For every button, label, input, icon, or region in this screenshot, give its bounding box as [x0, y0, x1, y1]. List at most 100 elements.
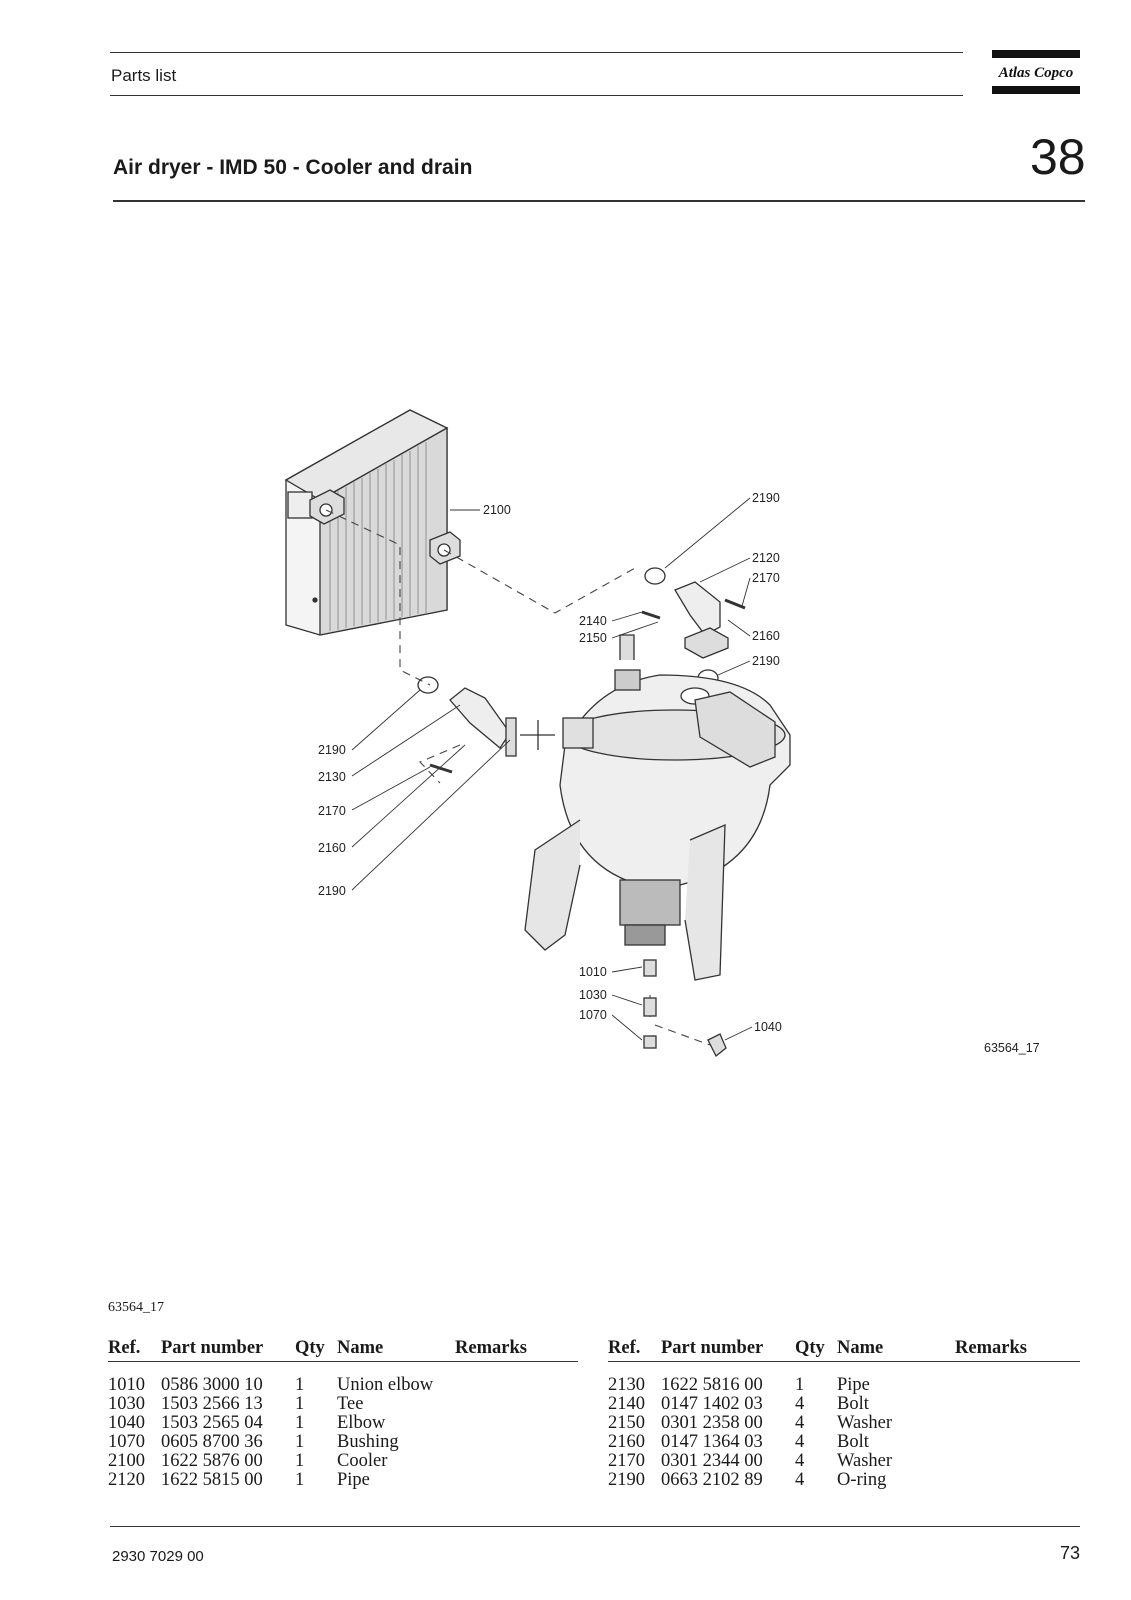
cell-part-number: 1622 5816 00 — [661, 1375, 763, 1395]
cell-remarks — [455, 1452, 578, 1471]
cell-qty: 1 — [795, 1375, 805, 1395]
cell-part-number: 0663 2102 89 — [661, 1470, 763, 1490]
col-part-number: Part number — [161, 1338, 295, 1362]
callout-2160: 2160 — [752, 629, 780, 643]
cell-qty: 4 — [795, 1413, 805, 1433]
cell-ref: 2100 — [108, 1451, 145, 1471]
header-label: Parts list — [111, 66, 177, 85]
col-ref: Ref. — [108, 1338, 161, 1362]
table-row: 1010 0586 3000 10 1 Union elbow — [108, 1362, 578, 1396]
table-row: 2190 0663 2102 89 4 O-ring — [608, 1471, 1080, 1490]
cell-name: Union elbow — [337, 1375, 434, 1395]
cell-qty: 4 — [795, 1394, 805, 1414]
col-name: Name — [837, 1338, 955, 1362]
cell-ref: 1040 — [108, 1413, 145, 1433]
cell-name: Bolt — [837, 1394, 869, 1414]
page-title: Air dryer - IMD 50 - Cooler and drain — [113, 156, 473, 179]
title-rule — [113, 200, 1085, 202]
cell-ref: 2130 — [608, 1375, 645, 1395]
cell-remarks — [455, 1395, 578, 1414]
cell-qty: 4 — [795, 1470, 805, 1490]
cell-qty: 1 — [295, 1432, 305, 1452]
cell-remarks — [455, 1362, 578, 1396]
callout-2100: 2100 — [483, 503, 511, 517]
cell-name: Pipe — [337, 1470, 370, 1490]
header-bottom-rule — [110, 95, 963, 96]
cell-ref: 2170 — [608, 1451, 645, 1471]
header-top-rule — [110, 52, 963, 53]
cell-part-number: 1503 2566 13 — [161, 1394, 263, 1414]
cell-remarks — [955, 1414, 1080, 1433]
cell-remarks — [455, 1471, 578, 1490]
cell-name: Bushing — [337, 1432, 399, 1452]
cell-qty: 1 — [295, 1451, 305, 1471]
callout-2150: 2150 — [579, 631, 607, 645]
exploded-parts-diagram: 2100 2190 2120 2170 2140 2150 2160 2190 … — [284, 409, 1040, 1058]
callout-2170: 2170 — [318, 804, 346, 818]
cell-ref: 2120 — [108, 1470, 145, 1490]
cell-ref: 2190 — [608, 1470, 645, 1490]
table-row: 2140 0147 1402 03 4 Bolt — [608, 1395, 1080, 1414]
callout-1010: 1010 — [579, 965, 607, 979]
cell-ref: 1070 — [108, 1432, 145, 1452]
section-number: 38 — [1030, 129, 1086, 185]
callout-1070: 1070 — [579, 1008, 607, 1022]
callout-2190: 2190 — [752, 491, 780, 505]
atlas-copco-logo: Atlas Copco — [992, 50, 1080, 94]
col-part-number: Part number — [661, 1338, 795, 1362]
footer-page-number: 73 — [1060, 1543, 1081, 1563]
footer-rule — [110, 1526, 1080, 1527]
callout-2160: 2160 — [318, 841, 346, 855]
cell-ref: 2160 — [608, 1432, 645, 1452]
cell-qty: 4 — [795, 1432, 805, 1452]
col-ref: Ref. — [608, 1338, 661, 1362]
table-row: 2170 0301 2344 00 4 Washer — [608, 1452, 1080, 1471]
table-row: 2100 1622 5876 00 1 Cooler — [108, 1452, 578, 1471]
cell-part-number: 0586 3000 10 — [161, 1375, 263, 1395]
figure-ref-caption: 63564_17 — [108, 1300, 164, 1315]
footer-doc-number: 2930 7029 00 — [112, 1548, 204, 1565]
cell-remarks — [955, 1452, 1080, 1471]
cell-part-number: 0605 8700 36 — [161, 1432, 263, 1452]
parts-table-left: Ref. Part number Qty Name Remarks 1010 05… — [108, 1338, 578, 1490]
cell-remarks — [455, 1414, 578, 1433]
cooler-drawing — [284, 409, 461, 636]
cell-part-number: 0147 1364 03 — [661, 1432, 763, 1452]
cell-qty: 1 — [295, 1394, 305, 1414]
cell-part-number: 0147 1402 03 — [661, 1394, 763, 1414]
col-remarks: Remarks — [455, 1338, 578, 1362]
callout-1040: 1040 — [754, 1020, 782, 1034]
cell-qty: 1 — [295, 1470, 305, 1490]
callout-2190: 2190 — [318, 884, 346, 898]
cell-qty: 1 — [295, 1375, 305, 1395]
cell-remarks — [955, 1433, 1080, 1452]
cell-name: Elbow — [337, 1413, 386, 1433]
cell-name: Bolt — [837, 1432, 869, 1452]
col-name: Name — [337, 1338, 455, 1362]
cell-ref: 1010 — [108, 1375, 145, 1395]
callout-2190: 2190 — [752, 654, 780, 668]
cell-part-number: 0301 2358 00 — [661, 1413, 763, 1433]
col-qty: Qty — [295, 1338, 337, 1362]
cell-name: Tee — [337, 1394, 364, 1414]
callout-2120: 2120 — [752, 551, 780, 565]
table-row: 1070 0605 8700 36 1 Bushing — [108, 1433, 578, 1452]
cell-name: Cooler — [337, 1451, 388, 1471]
cell-ref: 2140 — [608, 1394, 645, 1414]
callout-2190: 2190 — [318, 743, 346, 757]
cell-name: O-ring — [837, 1470, 887, 1490]
cell-part-number: 0301 2344 00 — [661, 1451, 763, 1471]
callout-2140: 2140 — [579, 614, 607, 628]
table-header-row: Ref. Part number Qty Name Remarks — [108, 1338, 578, 1362]
callout-2130: 2130 — [318, 770, 346, 784]
cell-name: Washer — [837, 1451, 893, 1471]
cell-part-number: 1622 5876 00 — [161, 1451, 263, 1471]
cell-remarks — [455, 1433, 578, 1452]
cell-ref: 2150 — [608, 1413, 645, 1433]
cell-qty: 4 — [795, 1451, 805, 1471]
